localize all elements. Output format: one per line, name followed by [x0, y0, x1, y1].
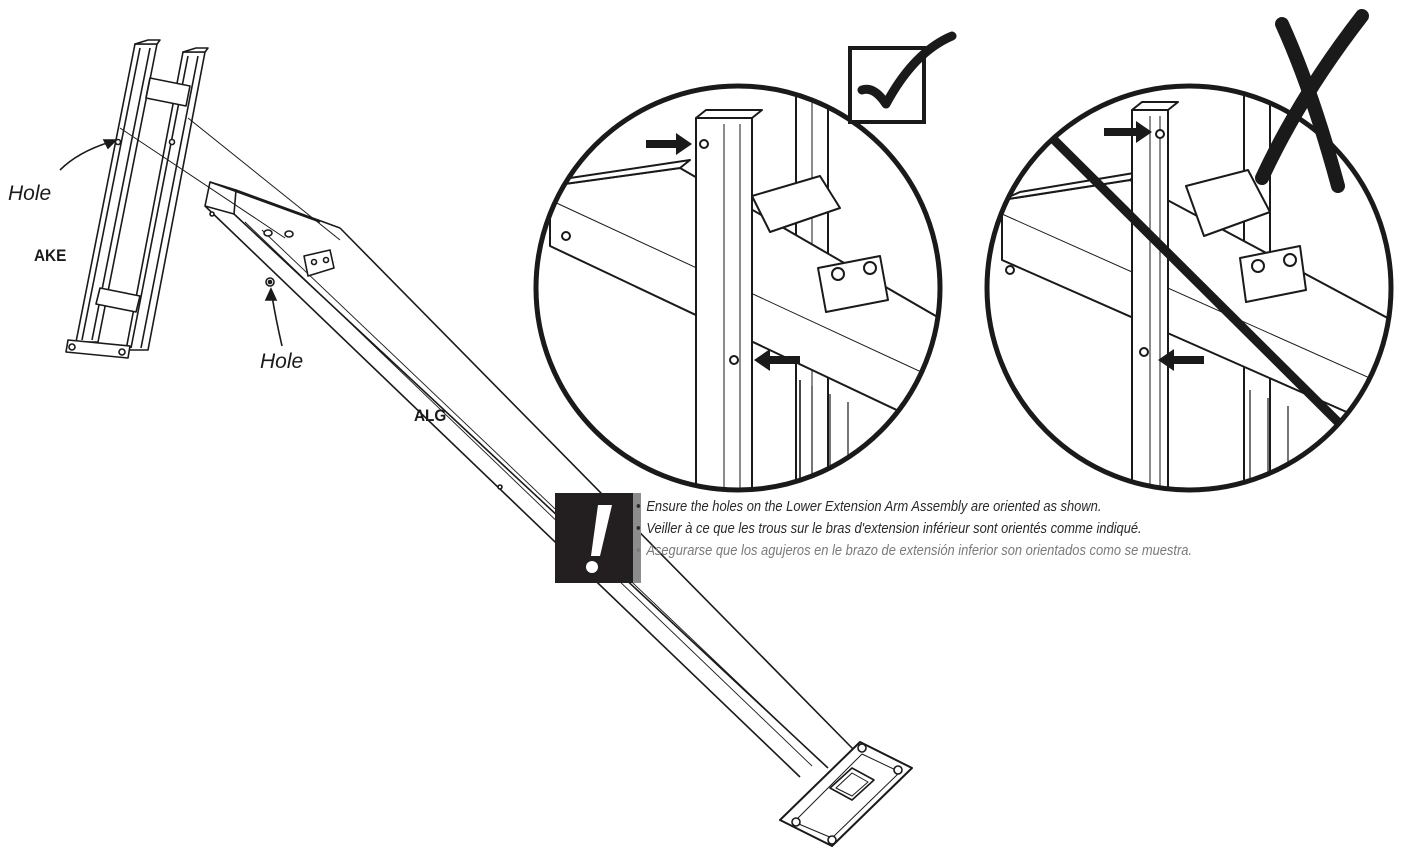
check-mark-icon [857, 31, 957, 109]
alg-arm [204, 181, 913, 847]
hole-label-upper: Hole [8, 182, 52, 205]
note-spanish: •Asegurarse que los agujeros en le brazo… [636, 542, 1193, 559]
part-label-alg: ALG [414, 406, 447, 425]
orientation-notes: •Ensure the holes on the Lower Extension… [636, 496, 1416, 562]
prohibited-strike-line [1014, 100, 1350, 434]
guide-lines [119, 117, 341, 241]
note-french: •Veiller à ce que les trous sur le bras … [636, 520, 1142, 537]
x-mark-icon [1255, 9, 1369, 193]
note-english: •Ensure the holes on the Lower Extension… [636, 498, 1102, 515]
correct-detail-view [533, 31, 957, 493]
ake-bracket [65, 39, 209, 359]
part-label-ake: AKE [34, 246, 67, 265]
alert-icon [555, 493, 641, 583]
check-badge [848, 46, 926, 124]
hole-leader-arrows [59, 139, 283, 347]
incorrect-detail-view [984, 9, 1394, 493]
hole-label-lower: Hole [260, 350, 304, 373]
